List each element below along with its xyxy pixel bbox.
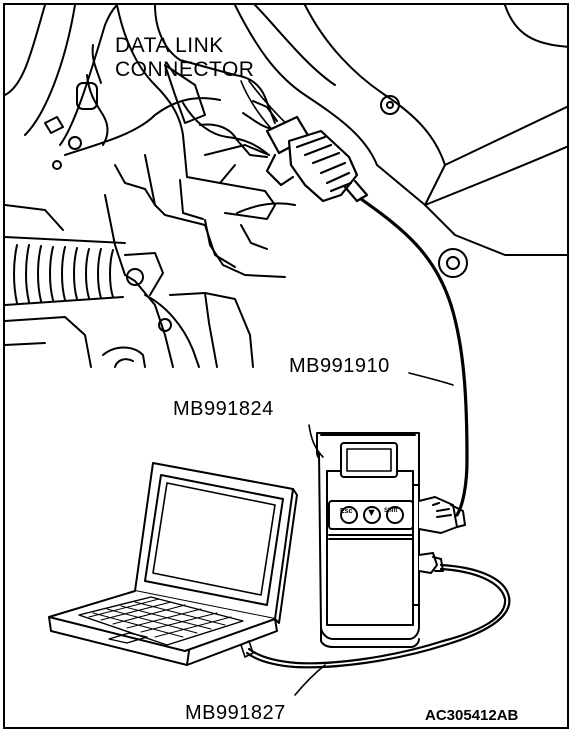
leader-mb991827 <box>294 664 326 696</box>
device-button-down-icon: ▼ <box>366 507 377 519</box>
label-mb991910: MB991910 <box>289 355 390 377</box>
laptop-pc <box>48 462 298 666</box>
label-data-link-connector-line1: DATA LINK <box>115 34 224 57</box>
device-button-shift: Shift <box>384 508 398 514</box>
label-mb991827: MB991827 <box>185 702 286 724</box>
leader-mb991824 <box>308 424 324 458</box>
data-link-connector <box>265 115 369 203</box>
diagram-frame: DATA LINK CONNECTOR MB991910 MB991824 MB… <box>3 3 569 729</box>
label-data-link-connector-line2: CONNECTOR <box>115 58 255 81</box>
figure-reference-id: AC305412AB <box>425 707 519 724</box>
vehicle-dash-area <box>5 5 567 368</box>
mb991824-device <box>316 432 466 648</box>
device-button-esc: Esc <box>340 508 353 515</box>
label-mb991824: MB991824 <box>173 398 274 420</box>
leader-mb991910 <box>408 372 454 386</box>
diagram-illustration <box>5 5 567 696</box>
cable-mb991910 <box>359 197 469 517</box>
cable-mb991827 <box>245 563 511 669</box>
